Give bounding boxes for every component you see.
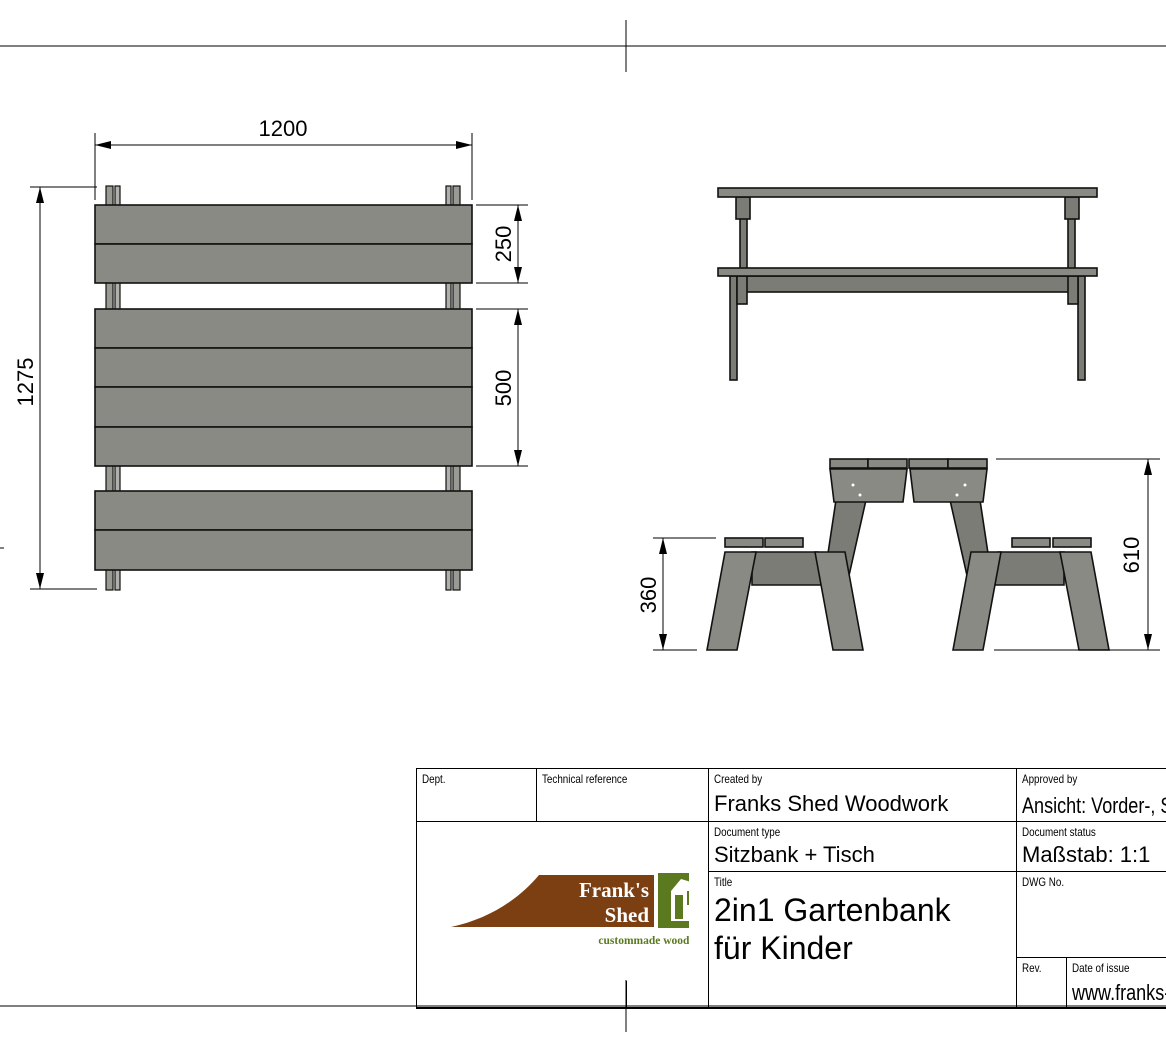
approved-by-value: Ansicht: Vorder-, S — [1022, 793, 1166, 818]
bench-boards-top — [94, 204, 473, 284]
document-status-value: Maßstab: 1:1 — [1022, 842, 1151, 867]
created-by-value: Franks Shed Woodwork — [714, 791, 949, 816]
front-view — [717, 187, 1098, 381]
dimension-label: 500 — [491, 370, 516, 407]
logo-tagline: custommade woodwork — [598, 935, 689, 947]
technical-reference-label: Technical reference — [542, 772, 628, 786]
dimension-label: 1275 — [13, 358, 38, 407]
dimension-250: 250 — [476, 204, 528, 284]
rev-label: Rev. — [1022, 961, 1042, 975]
dimension-label: 250 — [491, 226, 516, 263]
table-boards — [94, 308, 473, 467]
title-line-2: für Kinder — [714, 930, 853, 966]
created-by-label: Created by — [714, 772, 763, 786]
document-type-label: Document type — [714, 825, 781, 839]
dimension-label: 610 — [1119, 537, 1144, 574]
title-line-1: 2in1 Gartenbank — [714, 892, 951, 928]
logo-name-line-1: Frank's — [579, 878, 649, 902]
side-view — [706, 458, 1110, 651]
dwg-no-label: DWG No. — [1022, 875, 1065, 889]
dept-label: Dept. — [422, 772, 446, 786]
document-type-value: Sitzbank + Tisch — [714, 842, 875, 867]
document-status-label: Document status — [1022, 825, 1096, 839]
dimension-1275: 1275 — [13, 186, 97, 590]
title-label: Title — [714, 875, 733, 889]
bench-boards-bottom — [94, 490, 473, 571]
dimension-1200: 1200 — [94, 116, 473, 200]
approved-by-label: Approved by — [1022, 772, 1078, 786]
dimension-label: 1200 — [259, 116, 308, 141]
franks-shed-logo: Frank's Shed custommade woodwork — [451, 873, 689, 947]
date-of-issue-label: Date of issue — [1072, 961, 1130, 975]
dimension-500: 500 — [476, 308, 528, 467]
date-of-issue-value: www.franks- — [1072, 980, 1166, 1005]
logo-name-line-2: Shed — [605, 903, 650, 927]
title-block: Dept. Technical reference Created by Fra… — [416, 768, 1166, 1009]
dimension-360: 360 — [636, 537, 716, 651]
dimension-610: 610 — [994, 458, 1160, 651]
dimension-label: 360 — [636, 577, 661, 614]
top-view — [94, 185, 473, 591]
